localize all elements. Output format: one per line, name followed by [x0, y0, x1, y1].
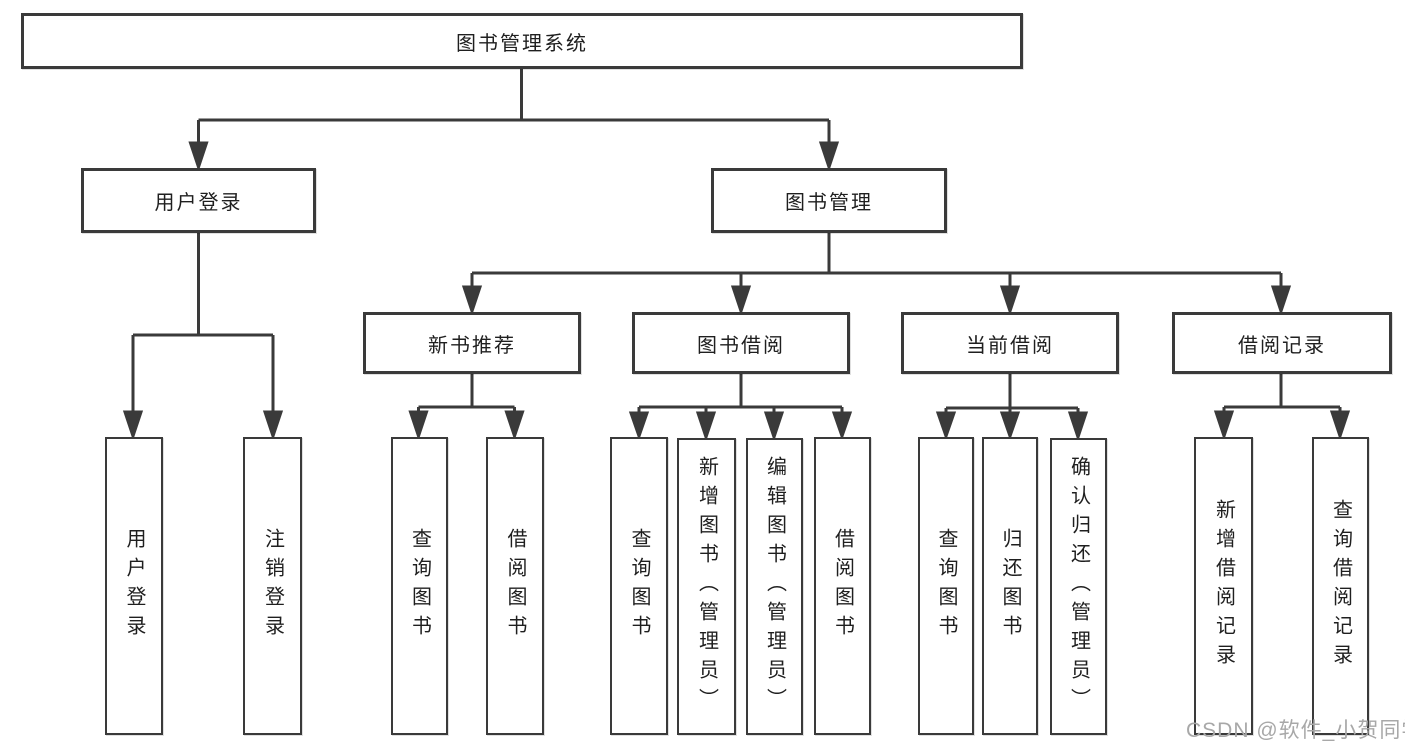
node-query-books-recommend: 查询图书 — [391, 437, 448, 735]
node-logout-leaf: 注销登录 — [243, 437, 302, 735]
node-book-borrow: 图书借阅 — [632, 312, 850, 374]
node-query-books-current: 查询图书 — [918, 437, 974, 735]
node-current-borrow: 当前借阅 — [901, 312, 1119, 374]
node-new-book-recommend: 新书推荐 — [363, 312, 581, 374]
node-library-system: 图书管理系统 — [21, 13, 1023, 69]
node-borrow-books-recommend: 借阅图书 — [486, 437, 544, 735]
node-query-books-borrow: 查询图书 — [610, 437, 668, 735]
node-user-login: 用户登录 — [81, 168, 316, 233]
node-return-books: 归还图书 — [982, 437, 1038, 735]
node-add-borrow-record: 新增借阅记录 — [1194, 437, 1253, 735]
node-borrow-books-leaf: 借阅图书 — [814, 437, 871, 735]
node-borrow-records: 借阅记录 — [1172, 312, 1392, 374]
node-add-books-admin: 新增图书（管理员） — [677, 438, 736, 735]
node-edit-books-admin: 编辑图书（管理员） — [746, 438, 803, 735]
node-book-management: 图书管理 — [711, 168, 947, 233]
node-query-borrow-record: 查询借阅记录 — [1312, 437, 1369, 735]
node-confirm-return-admin: 确认归还（管理员） — [1050, 438, 1107, 735]
csdn-watermark: CSDN @软件_小贺同学 — [1186, 719, 1405, 742]
node-user-login-leaf: 用户登录 — [105, 437, 163, 735]
